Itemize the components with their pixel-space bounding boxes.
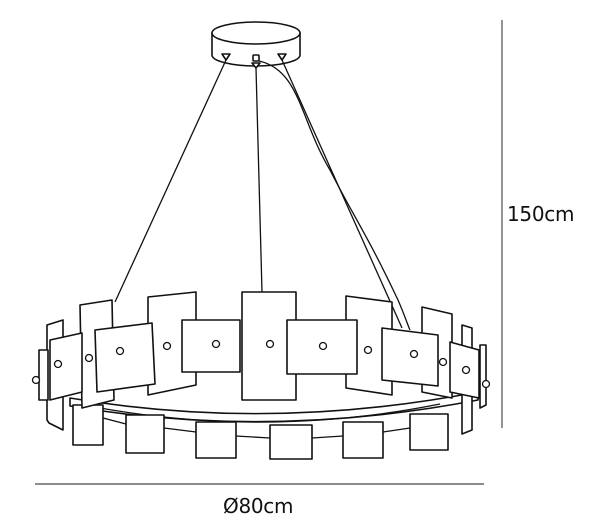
height-dimension-label: 150cm <box>507 202 575 226</box>
suspension-cables <box>114 59 411 331</box>
diameter-dimension-label: Ø80cm <box>223 494 294 518</box>
lower-panels <box>72 404 449 460</box>
ceiling-canopy <box>211 21 301 69</box>
front-panels <box>49 319 480 401</box>
